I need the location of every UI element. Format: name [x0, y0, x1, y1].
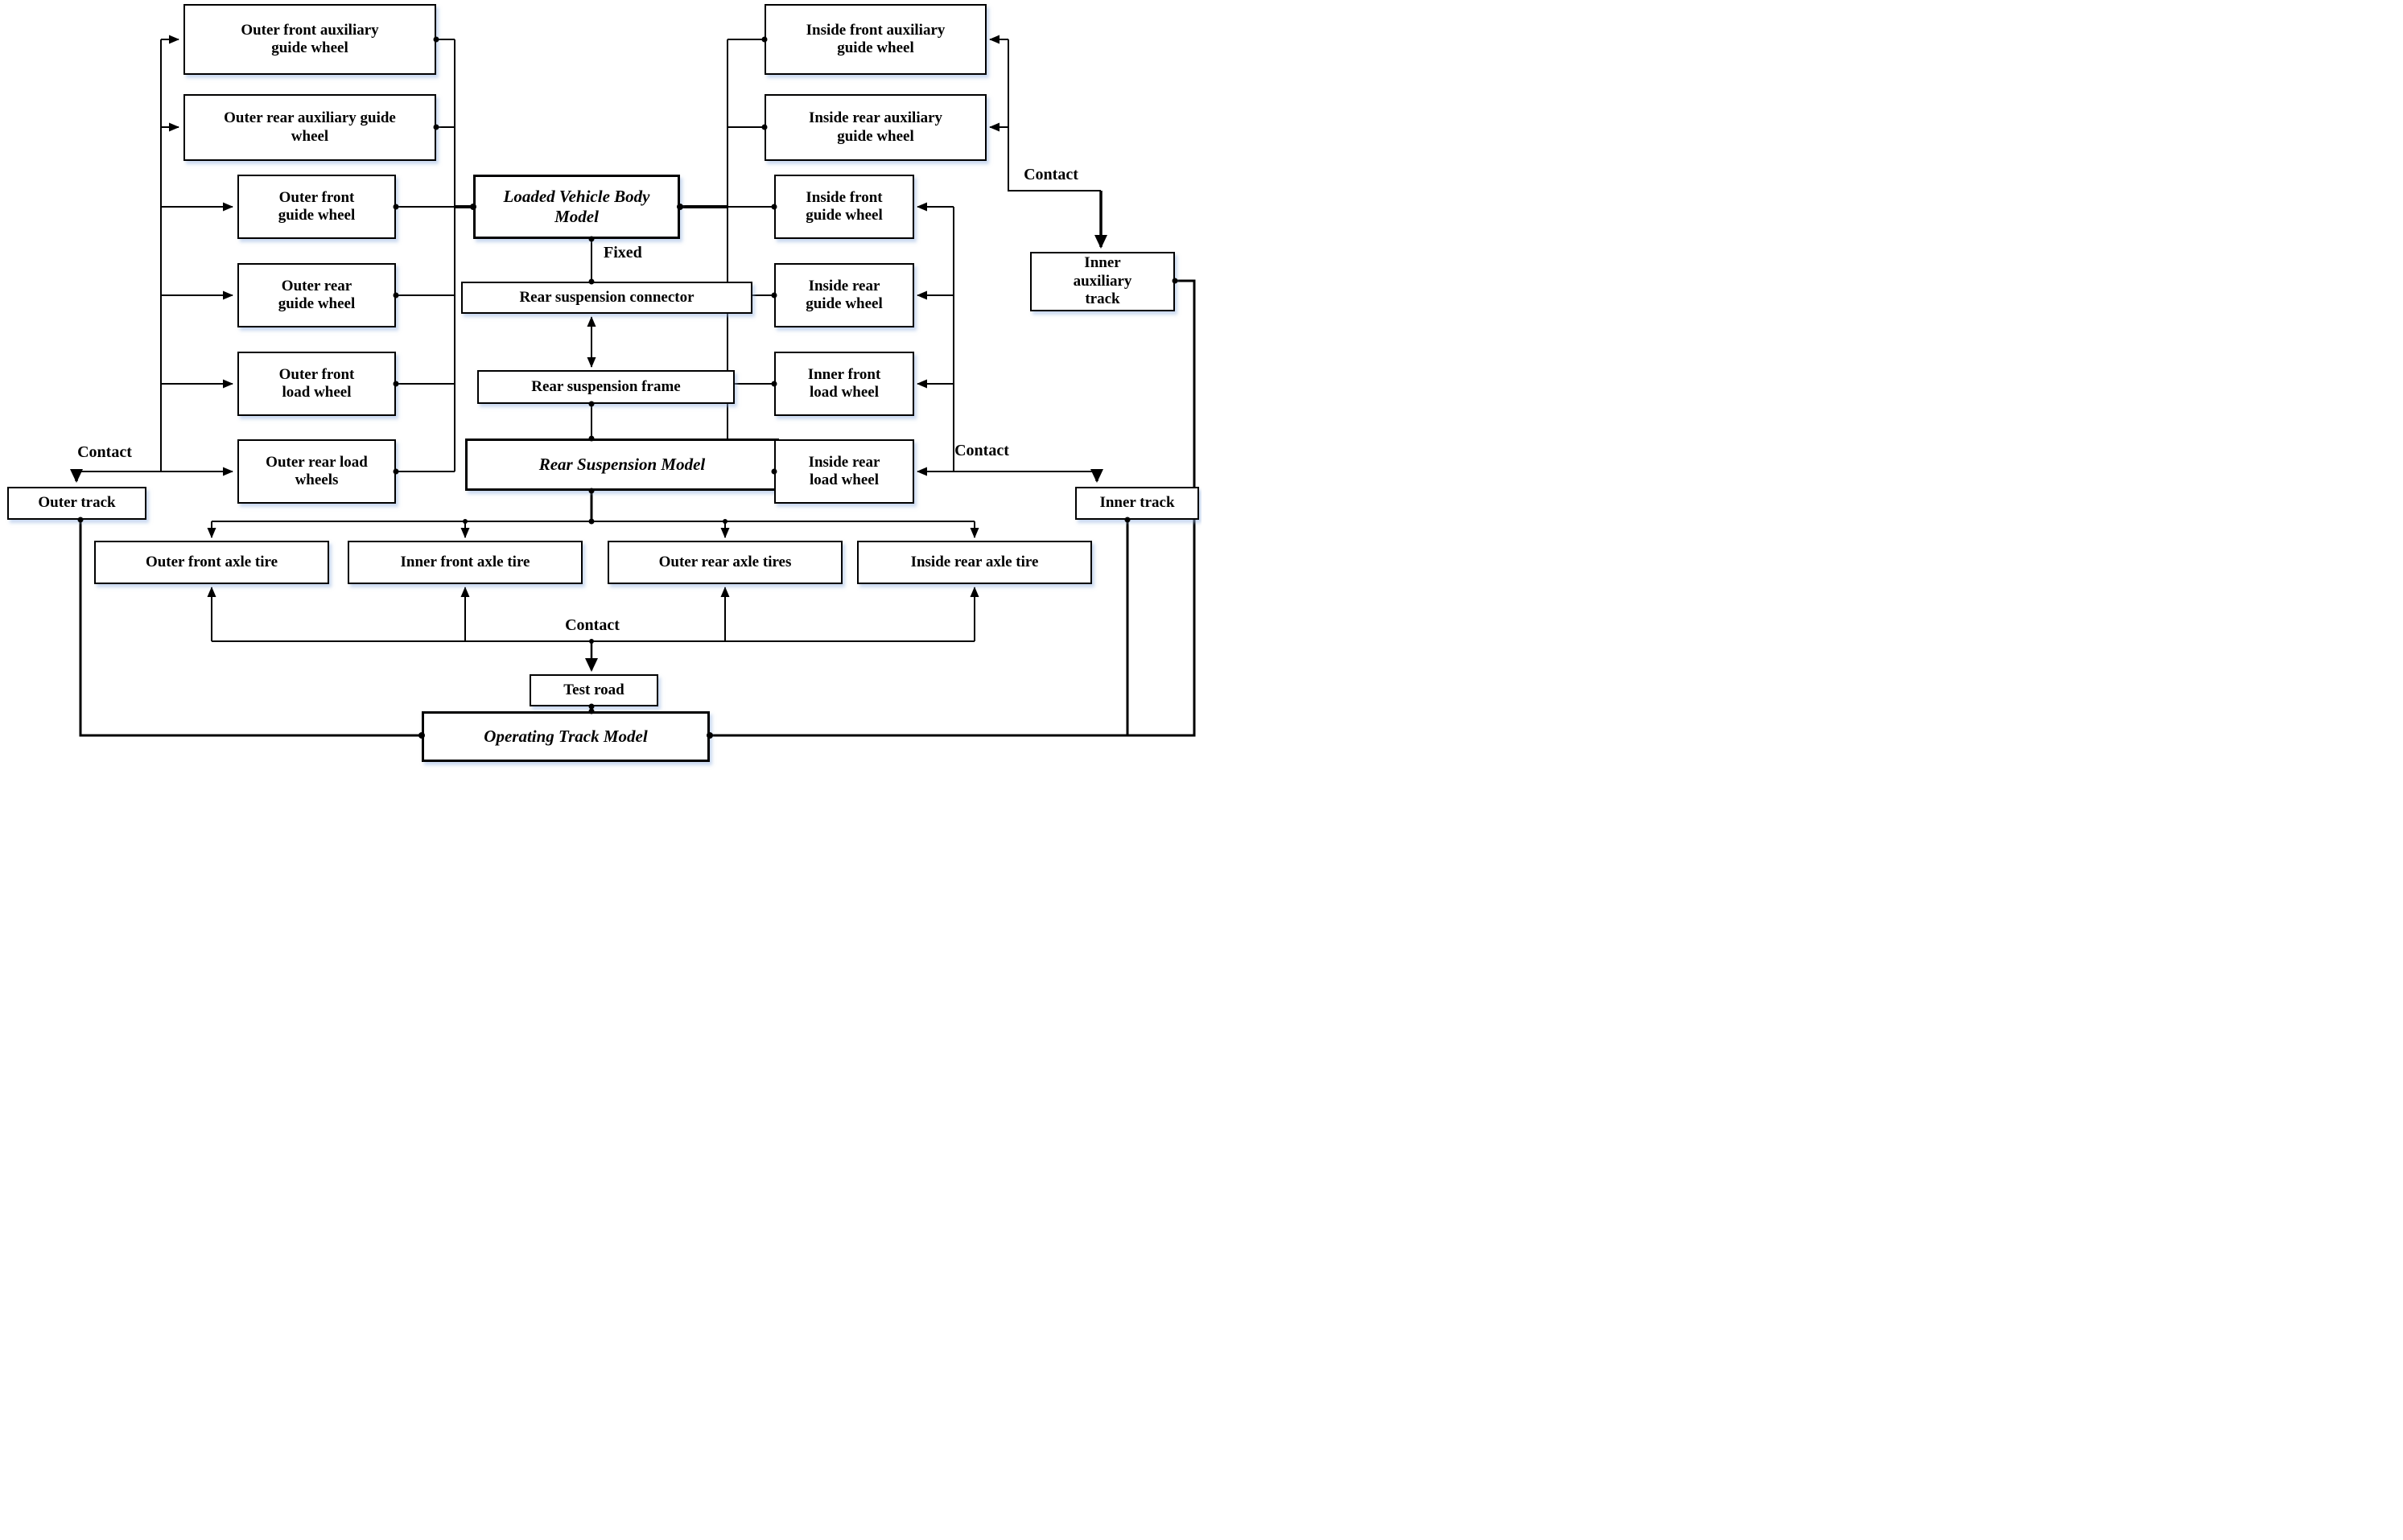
- box-loaded-vehicle-body-model: Loaded Vehicle Body Model: [473, 175, 680, 239]
- box-inner-track: Inner track: [1075, 487, 1199, 520]
- box-inside-rear-load-wheel: Inside rear load wheel: [774, 439, 914, 504]
- right-aux-contact-rail-group: [989, 35, 1101, 191]
- box-inside-rear-guide-wheel: Inside rear guide wheel: [774, 263, 914, 327]
- box-inside-rear-axle-tire: Inside rear axle tire: [857, 541, 1092, 584]
- box-outer-front-guide-wheel: Outer front guide wheel: [237, 175, 396, 239]
- contact-label-top-right: Contact: [1024, 166, 1078, 183]
- left-contact-rail-group: [76, 35, 233, 476]
- box-inside-front-guide-wheel: Inside front guide wheel: [774, 175, 914, 239]
- box-inner-front-axle-tire: Inner front axle tire: [348, 541, 583, 584]
- bottom-track-rail-group: [79, 279, 1196, 737]
- box-operating-track-model: Operating Track Model: [422, 711, 710, 762]
- box-outer-rear-guide-wheel: Outer rear guide wheel: [237, 263, 396, 327]
- box-inside-rear-auxiliary-guide-wheel: Inside rear auxiliary guide wheel: [765, 94, 987, 161]
- box-inner-front-load-wheel: Inner front load wheel: [774, 352, 914, 416]
- right-contact-rail-group: [917, 202, 1097, 476]
- box-outer-front-load-wheel: Outer front load wheel: [237, 352, 396, 416]
- box-outer-rear-auxiliary-guide-wheel: Outer rear auxiliary guide wheel: [183, 94, 436, 161]
- box-rear-suspension-model: Rear Suspension Model: [465, 439, 779, 491]
- box-outer-rear-load-wheels: Outer rear load wheels: [237, 439, 396, 504]
- box-outer-track: Outer track: [7, 487, 146, 520]
- box-inside-front-auxiliary-guide-wheel: Inside front auxiliary guide wheel: [765, 4, 987, 75]
- fixed-label: Fixed: [604, 244, 642, 261]
- box-outer-front-auxiliary-guide-wheel: Outer front auxiliary guide wheel: [183, 4, 436, 75]
- box-outer-front-axle-tire: Outer front axle tire: [94, 541, 329, 584]
- tire-distribution-group: [207, 521, 979, 538]
- contact-label-left: Contact: [77, 443, 132, 461]
- vehicle-model-block-diagram: Outer front auxiliary guide wheel Outer …: [0, 0, 1202, 770]
- box-test-road: Test road: [530, 674, 658, 706]
- contact-label-tires: Contact: [565, 616, 620, 634]
- left-body-rail-group: [396, 39, 455, 472]
- box-rear-suspension-connector: Rear suspension connector: [461, 282, 752, 314]
- box-inner-auxiliary-track: Inner auxiliary track: [1030, 252, 1175, 311]
- contact-label-bottom-right: Contact: [954, 442, 1009, 459]
- box-rear-suspension-frame: Rear suspension frame: [477, 370, 735, 404]
- box-outer-rear-axle-tires: Outer rear axle tires: [608, 541, 843, 584]
